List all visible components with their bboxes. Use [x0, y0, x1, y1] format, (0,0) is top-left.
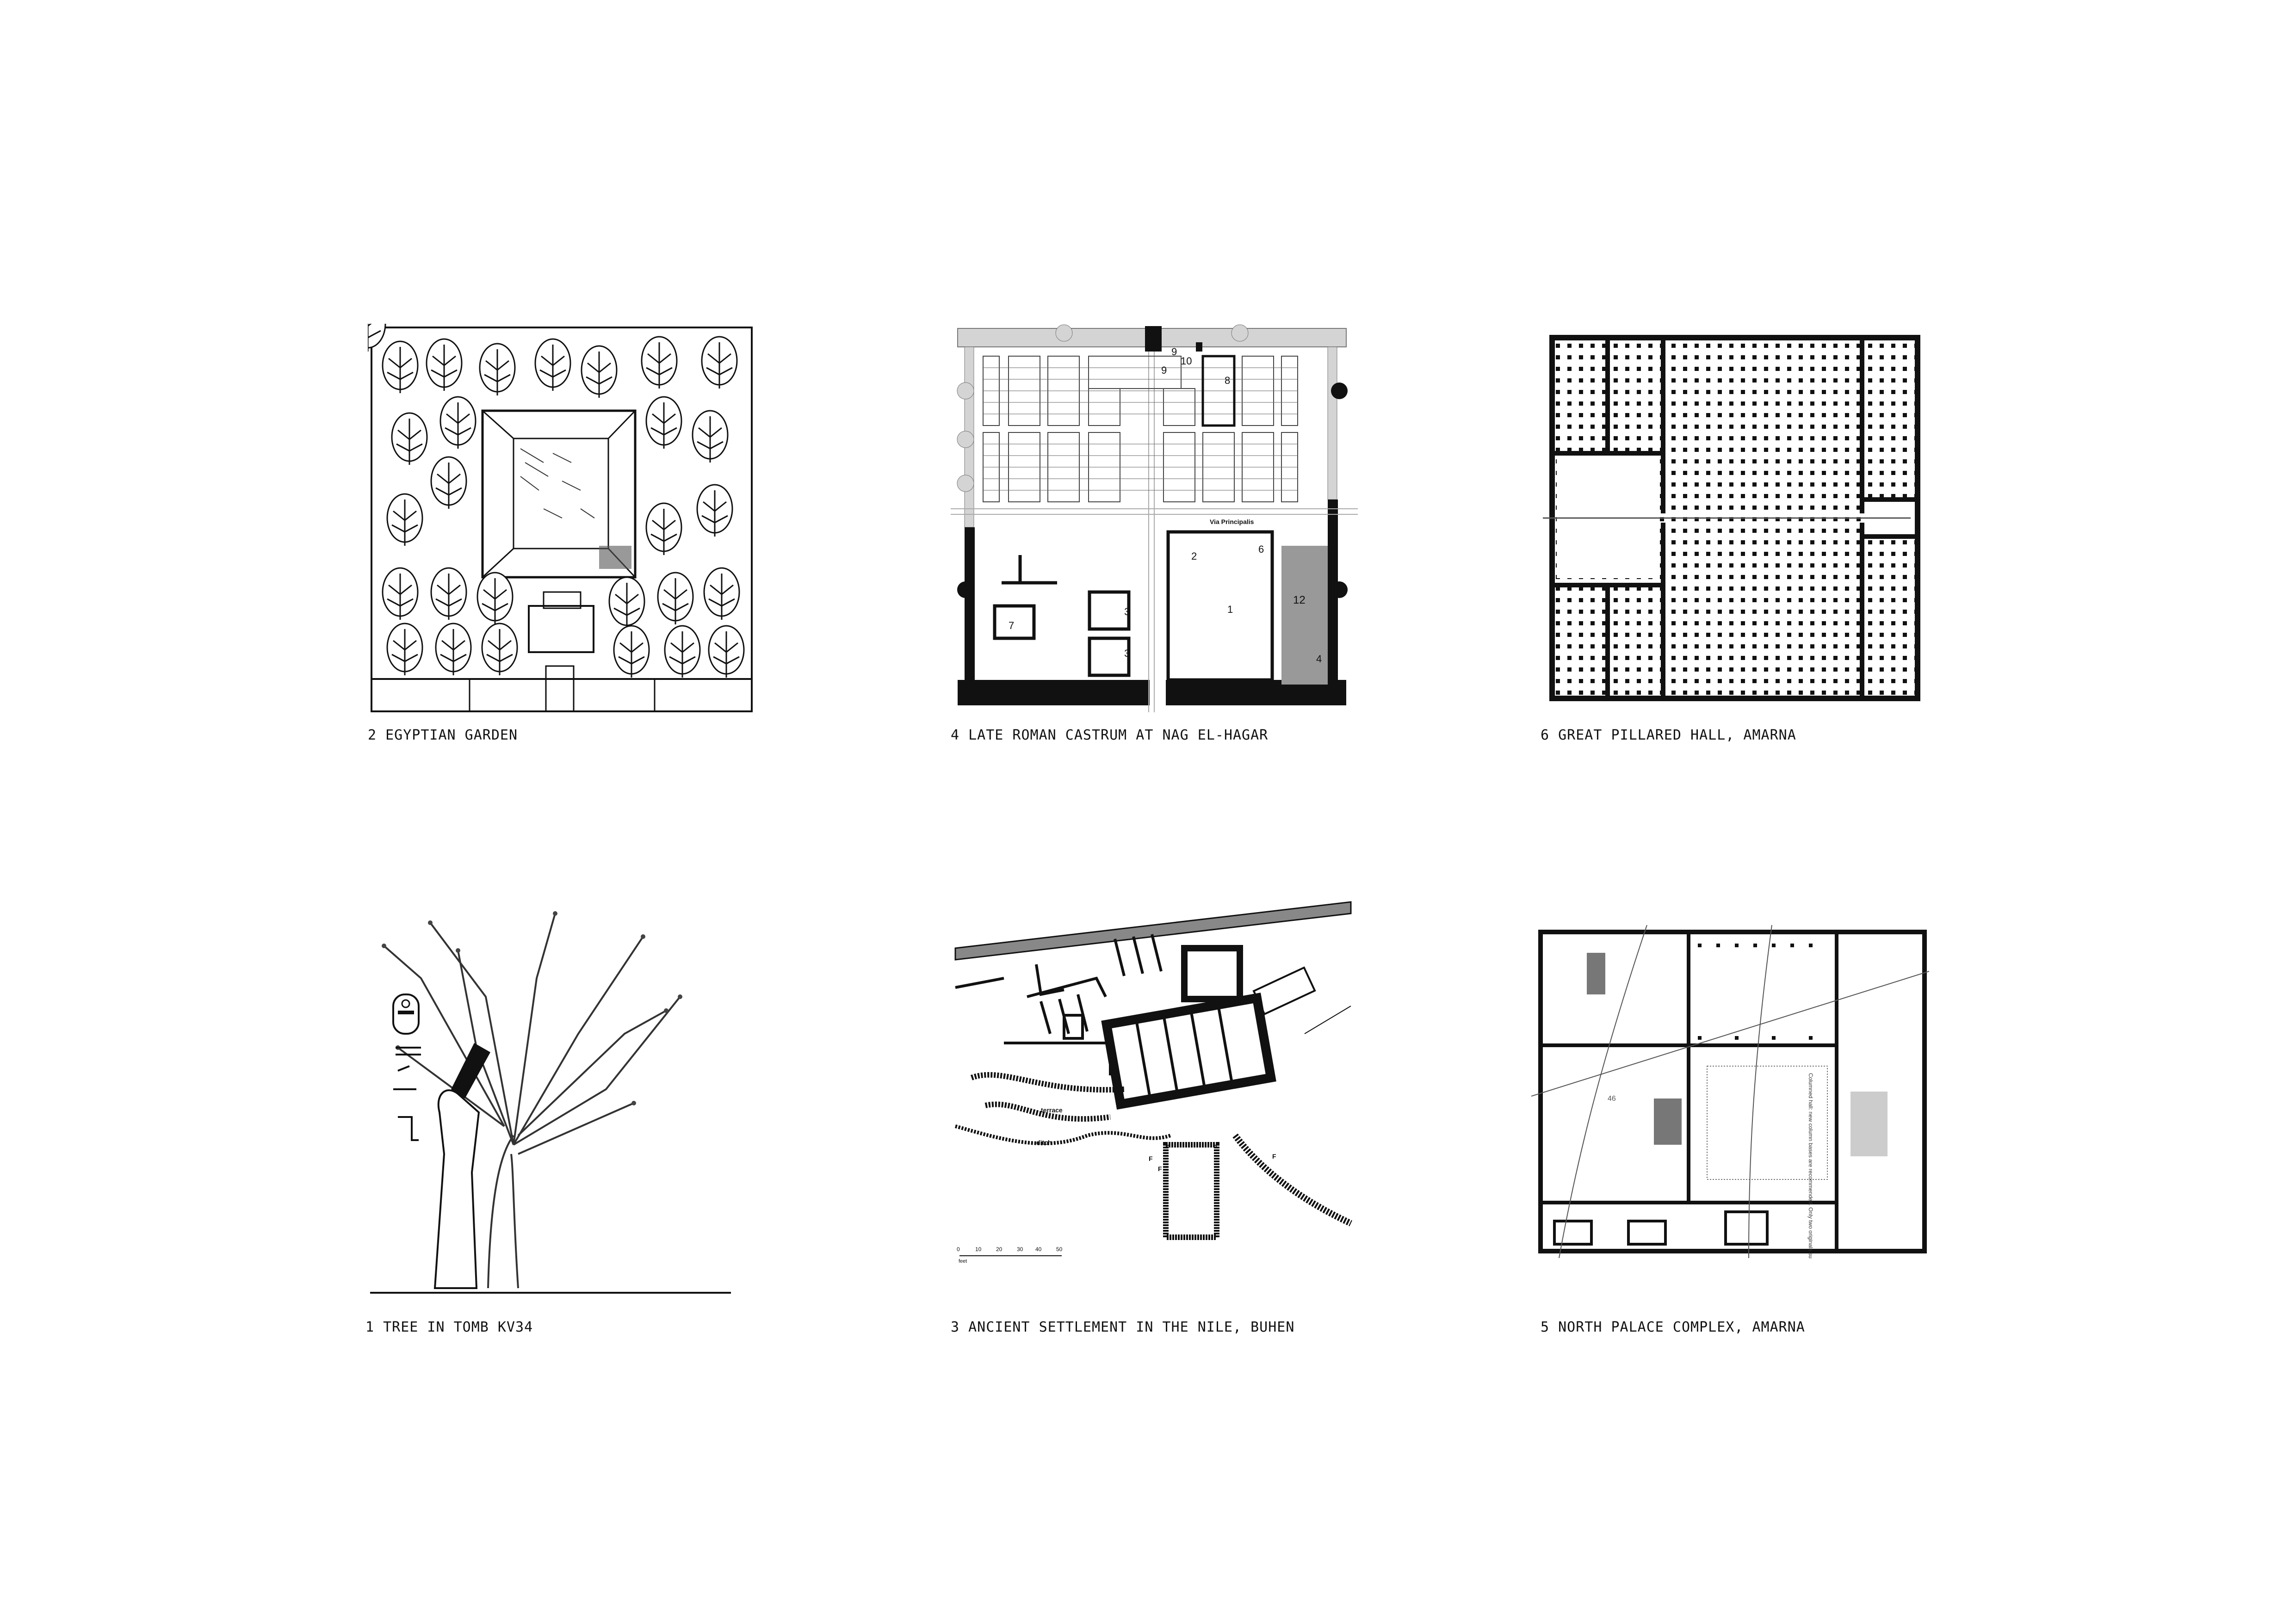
scale-bar: 0 10 20 30 40 50 feet	[957, 1246, 1063, 1264]
figure-caption: 3 ANCIENT SETTLEMENT IN THE NILE, BUHEN	[951, 1319, 1295, 1335]
egyptian-garden-image	[368, 324, 756, 715]
tomb-tree-image	[365, 895, 736, 1302]
castrum-label-2: 2	[1191, 550, 1197, 562]
figure-caption: 1 TREE IN TOMB KV34	[365, 1319, 533, 1335]
castrum-label-3a: 3	[1124, 606, 1130, 617]
north-palace-image: Columned hall: new column bases are reco…	[1531, 925, 1929, 1258]
ditch-label: ditch	[1036, 1139, 1052, 1146]
castrum-label-1: 1	[1227, 604, 1233, 615]
castrum-label-3b: 3	[1124, 648, 1130, 659]
terrace-label: terrace	[1041, 1106, 1063, 1114]
castrum-label-10: 10	[1181, 355, 1192, 367]
castrum-label-7: 7	[1009, 620, 1014, 631]
castrum-label-12: 12	[1293, 594, 1306, 606]
svg-text:0: 0	[957, 1246, 960, 1253]
svg-text:F: F	[1149, 1155, 1153, 1162]
castrum-label-9: 9	[1171, 346, 1177, 358]
castrum-label-6: 6	[1258, 543, 1264, 555]
svg-text:F: F	[1158, 1165, 1162, 1173]
castrum-label-8: 8	[1225, 375, 1230, 386]
pillared-hall-image	[1541, 328, 1929, 708]
figure-caption: 2 EGYPTIAN GARDEN	[368, 727, 518, 743]
palace-note: Columned hall: new column bases are reco…	[1807, 1073, 1814, 1258]
buhen-settlement-image: terrace ditch F F F 0 10 20 30 40 50 fee…	[948, 895, 1355, 1274]
svg-text:10: 10	[975, 1246, 982, 1253]
svg-text:50: 50	[1056, 1246, 1063, 1253]
contour-label: 46	[1608, 1095, 1616, 1103]
svg-text:30: 30	[1017, 1246, 1023, 1253]
castrum-label-4: 4	[1316, 653, 1322, 665]
castrum-label-9b: 9	[1161, 364, 1167, 376]
svg-text:40: 40	[1035, 1246, 1042, 1253]
figure-caption: 4 LATE ROMAN CASTRUM AT NAG EL-HAGAR	[951, 727, 1269, 743]
castrum-plan-image: 9 10 9 8 Via Principalis 2 6 12 3 3 7 1 …	[951, 324, 1358, 712]
svg-text:F: F	[1272, 1153, 1276, 1160]
via-principalis-label: Via Principalis	[1210, 518, 1254, 525]
figure-caption: 6 GREAT PILLARED HALL, AMARNA	[1541, 727, 1796, 743]
figure-caption: 5 NORTH PALACE COMPLEX, AMARNA	[1541, 1319, 1805, 1335]
svg-text:feet: feet	[959, 1259, 967, 1264]
svg-text:20: 20	[996, 1246, 1003, 1253]
